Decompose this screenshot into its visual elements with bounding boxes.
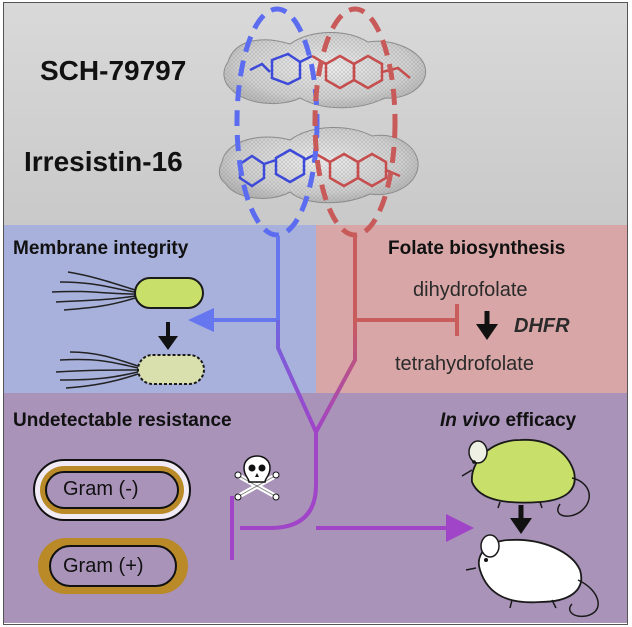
folate-biosynthesis-title: Folate biosynthesis — [388, 238, 566, 259]
damaged-bacterium-icon — [55, 351, 205, 389]
membrane-arrowhead — [188, 308, 214, 332]
enzyme-label: DHFR — [514, 315, 570, 337]
sick-mouse-icon — [461, 439, 590, 517]
efficacy-arrowhead — [446, 514, 474, 542]
undetectable-resistance-title: Undetectable resistance — [13, 410, 232, 431]
compound-label-sch-79797: SCH-79797 — [40, 55, 187, 86]
sch-79797-molecule — [223, 32, 427, 109]
mechanism-pathway — [188, 236, 474, 560]
efficacy-word: efficacy — [500, 410, 577, 431]
folate-biosynthesis-panel — [316, 225, 627, 393]
gram-negative-cell — [33, 459, 191, 521]
gram-positive-label: Gram (+) — [63, 555, 144, 577]
gram-negative-label: Gram (-) — [63, 478, 139, 500]
compound-label-irresistin-16: Irresistin-16 — [24, 146, 183, 177]
skull-crossbones-icon — [234, 455, 280, 501]
gram-positive-cell — [38, 538, 188, 594]
in-vivo-italic: In vivo — [440, 410, 501, 431]
healthy-mouse-icon — [465, 534, 599, 618]
folate-moiety-highlight — [312, 6, 398, 238]
in-vivo-efficacy-title: In vivo efficacy — [440, 410, 576, 432]
substrate-label: dihydrofolate — [413, 279, 528, 301]
product-label: tetrahydrofolate — [395, 353, 534, 375]
membrane-integrity-title: Membrane integrity — [13, 238, 189, 259]
healthy-bacterium-icon — [51, 271, 204, 311]
